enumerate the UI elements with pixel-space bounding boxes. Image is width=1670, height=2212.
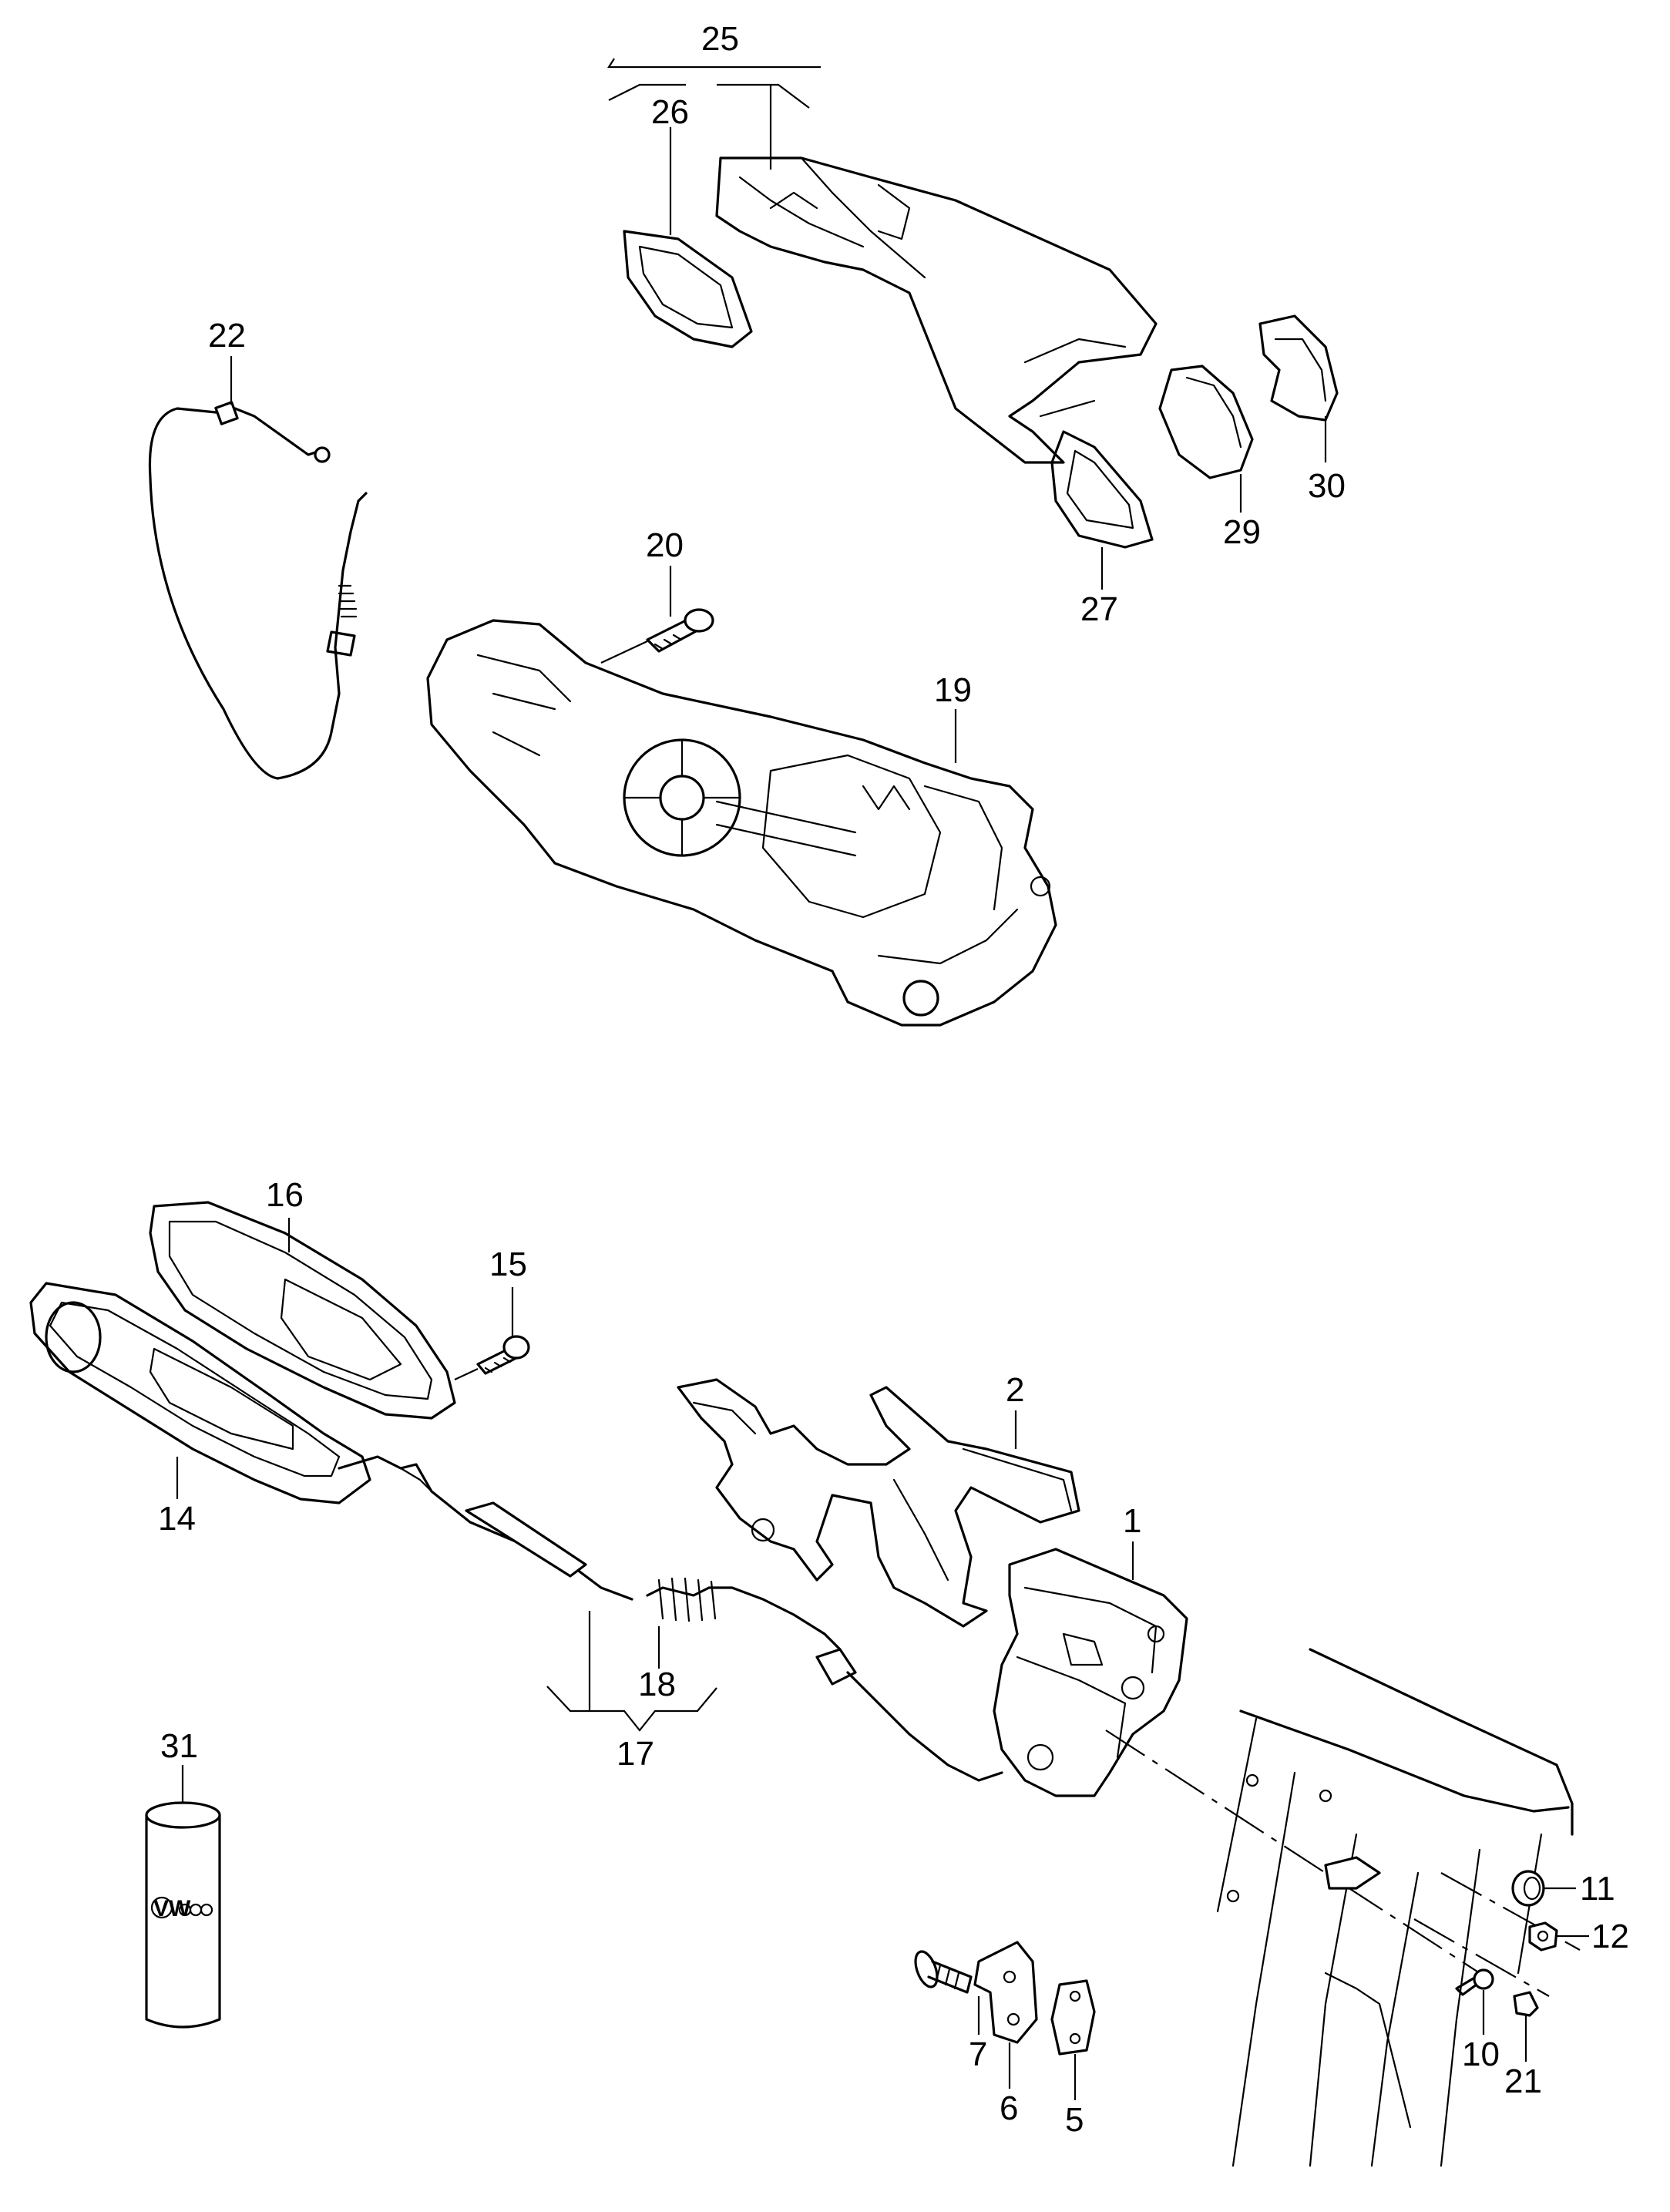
callout-5: 5	[1065, 2101, 1084, 2139]
grease-can-part-31: VW	[145, 1801, 221, 2029]
callout-20: 20	[646, 526, 684, 564]
inner-handle-bezel-part-14	[29, 1282, 371, 1504]
callout-17: 17	[617, 1735, 654, 1773]
callout-31: 31	[160, 1727, 198, 1765]
inner-handle-bezel-part-16	[149, 1201, 456, 1420]
handle-gasket-part	[623, 230, 753, 348]
callout-18: 18	[638, 1666, 676, 1703]
door-panel	[1216, 1648, 1574, 2167]
callout-14: 14	[158, 1500, 196, 1538]
striker-plate-part-6	[973, 1941, 1038, 2044]
trim-cap-part-29	[1158, 365, 1254, 479]
grommet-part-11	[1511, 1870, 1545, 1907]
assembly-axis-line	[1105, 1730, 1480, 1974]
callout-7: 7	[969, 2036, 987, 2073]
leader-lines	[176, 58, 1589, 2100]
screw-part-20	[600, 608, 714, 664]
callout-29: 29	[1223, 513, 1261, 551]
door-lock-part-1	[993, 1548, 1188, 1797]
callout-22: 22	[208, 317, 246, 355]
callout-21: 21	[1504, 2062, 1542, 2100]
callout-11: 11	[1580, 1870, 1615, 1908]
callout-16: 16	[266, 1176, 304, 1214]
callout-19: 19	[934, 671, 972, 709]
callout-30: 30	[1308, 467, 1346, 505]
lever-bracket-part-2	[677, 1378, 1080, 1628]
callout-6: 6	[1000, 2089, 1018, 2127]
bolt-part-7	[914, 1950, 973, 1994]
callout-25: 25	[701, 20, 739, 58]
callout-labels: 25 26 22 20 19 30 29 27 16 15 14 2 1 18 …	[158, 20, 1629, 2139]
callout-27: 27	[1080, 590, 1118, 628]
shim-plate-part-5	[1050, 1979, 1096, 2056]
screw-part-15	[454, 1335, 530, 1380]
assembly-axis-line-3	[1413, 1918, 1550, 1997]
cap-part-21	[1513, 1991, 1539, 2017]
callout-15: 15	[489, 1246, 527, 1283]
callout-10: 10	[1462, 2036, 1500, 2073]
bowden-cable-part-22	[148, 401, 368, 780]
clip-nut-part-12	[1528, 1921, 1558, 1951]
handle-carrier-part-19	[426, 619, 1057, 1027]
outer-door-handle-part	[715, 156, 1158, 464]
can-logo-text: VW	[153, 1896, 191, 1921]
callout-1: 1	[1123, 1502, 1141, 1540]
assembly-axis-line-2	[1440, 1872, 1581, 1951]
trim-cap-part-30	[1258, 314, 1339, 422]
callout-12: 12	[1591, 1918, 1629, 1955]
trim-cap-part-27	[1050, 430, 1154, 549]
callout-2: 2	[1006, 1371, 1024, 1409]
callout-26: 26	[651, 93, 689, 131]
release-cable-part-17	[338, 1455, 1003, 1782]
screw-part-10	[1455, 1968, 1494, 1996]
